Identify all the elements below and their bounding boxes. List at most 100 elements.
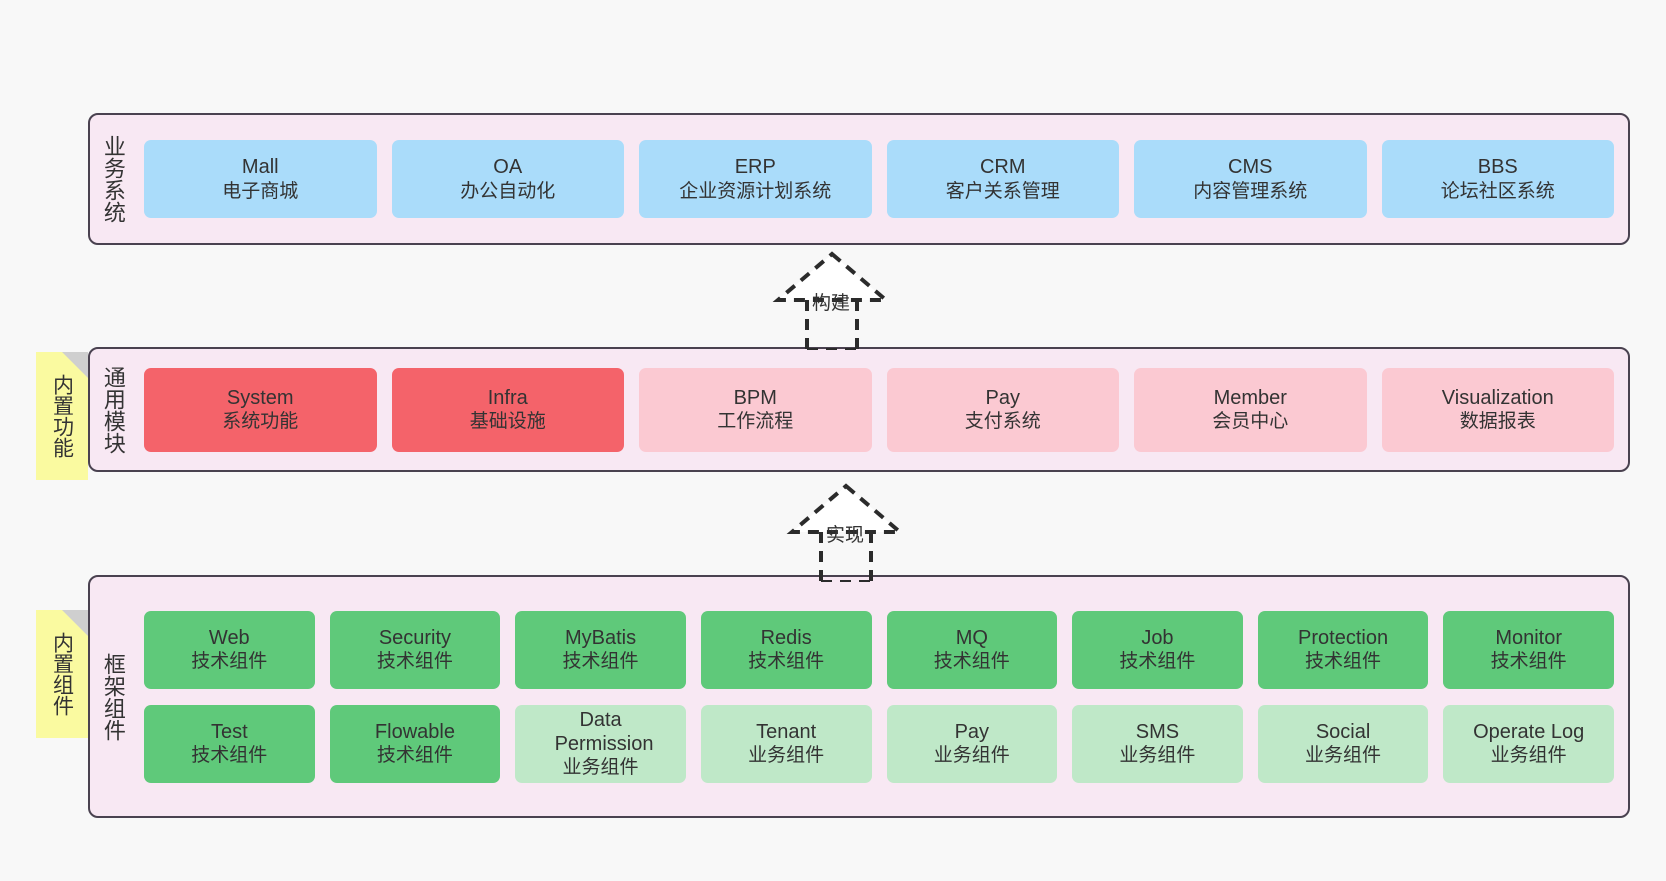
node-title: Social: [1315, 720, 1371, 743]
node-title: Security: [378, 626, 452, 649]
node-subtitle: 支付系统: [964, 411, 1041, 433]
node-test[interactable]: Test 技术组件: [144, 704, 315, 783]
layer-framework-components[interactable]: 框架组件 Web 技术组件 Security 技术组件 MyBatis 技术组件…: [88, 575, 1630, 818]
node-title: MQ: [955, 626, 988, 649]
node-subtitle: 技术组件: [1305, 651, 1382, 673]
node-bpm[interactable]: BPM 工作流程: [639, 367, 872, 452]
note-builtin-component[interactable]: 内置组件: [36, 610, 88, 738]
node-job[interactable]: Job 技术组件: [1072, 610, 1243, 689]
note-label: 内置组件: [50, 632, 74, 716]
node-crm[interactable]: CRM 客户关系管理: [886, 140, 1119, 218]
node-title: BPM: [733, 386, 777, 409]
node-title: OA: [493, 156, 523, 179]
node-redis[interactable]: Redis 技术组件: [700, 610, 872, 689]
node-title: Flowable: [374, 720, 455, 743]
node-operate-log[interactable]: Operate Log 业务组件: [1443, 704, 1614, 783]
node-subtitle: 论坛社区系统: [1440, 180, 1555, 202]
node-subtitle: 企业资源计划系统: [679, 180, 832, 202]
layer-label-framework-components: 框架组件: [100, 652, 126, 741]
node-mall[interactable]: Mall 电子商城: [144, 140, 377, 218]
node-web[interactable]: Web 技术组件: [144, 610, 315, 689]
layer-label-business-system: 业务系统: [100, 135, 126, 223]
node-subtitle: 业务组件: [1305, 745, 1382, 767]
node-visualization[interactable]: Visualization 数据报表: [1381, 367, 1614, 452]
node-mq[interactable]: MQ 技术组件: [886, 610, 1058, 689]
node-bbs[interactable]: BBS 论坛社区系统: [1381, 140, 1614, 218]
node-flowable[interactable]: Flowable 技术组件: [329, 704, 501, 783]
node-subtitle: 业务组件: [1490, 745, 1567, 767]
layer-body-business-system: Mall 电子商城 OA 办公自动化 ERP 企业资源计划系统 CRM 客户关系…: [136, 115, 1628, 243]
connector-build-label: 构建: [812, 293, 851, 314]
node-subtitle: 技术组件: [376, 745, 453, 767]
node-subtitle: 电子商城: [222, 180, 299, 202]
node-title: BBS: [1477, 156, 1518, 179]
node-data-permission[interactable]: Data Permission 业务组件: [515, 704, 686, 783]
node-title: MyBatis: [565, 626, 637, 649]
node-tenant[interactable]: Tenant 业务组件: [700, 704, 872, 783]
node-subtitle: 数据报表: [1459, 411, 1536, 433]
node-title: Infra: [487, 386, 528, 409]
node-pay-component[interactable]: Pay 业务组件: [886, 704, 1058, 783]
node-social[interactable]: Social 业务组件: [1257, 704, 1429, 783]
connector-build: 构建: [752, 248, 912, 352]
node-monitor[interactable]: Monitor 技术组件: [1443, 610, 1614, 689]
note-fold-icon: [62, 610, 88, 636]
node-row: Mall 电子商城 OA 办公自动化 ERP 企业资源计划系统 CRM 客户关系…: [144, 140, 1614, 218]
node-row: System 系统功能 Infra 基础设施 BPM 工作流程 Pay 支付系统…: [144, 367, 1614, 452]
node-subtitle: 客户关系管理: [945, 180, 1060, 202]
node-title: ERP: [734, 156, 776, 179]
node-title: Visualization: [1441, 386, 1554, 409]
node-subtitle: 技术组件: [1119, 651, 1196, 673]
node-subtitle: 系统功能: [222, 411, 299, 433]
node-subtitle: 内容管理系统: [1193, 180, 1308, 202]
node-subtitle: 技术组件: [191, 651, 268, 673]
node-title: Member: [1213, 386, 1287, 409]
note-builtin-function[interactable]: 内置功能: [36, 352, 88, 480]
node-title: Redis: [760, 626, 812, 649]
node-subtitle: 技术组件: [748, 651, 825, 673]
node-member[interactable]: Member 会员中心: [1134, 367, 1367, 452]
note-label: 内置功能: [50, 374, 74, 458]
node-oa[interactable]: OA 办公自动化: [391, 140, 624, 218]
node-title: Job: [1141, 626, 1174, 649]
node-subtitle: 会员中心: [1212, 411, 1289, 433]
node-title: Monitor: [1495, 626, 1563, 649]
note-fold-icon: [62, 352, 88, 378]
node-subtitle: 业务组件: [1119, 745, 1196, 767]
node-title: Web: [208, 626, 250, 649]
node-row: Test 技术组件 Flowable 技术组件 Data Permission …: [144, 704, 1614, 783]
layer-label-general-modules: 通用模块: [100, 365, 126, 454]
layer-body-framework-components: Web 技术组件 Security 技术组件 MyBatis 技术组件 Redi…: [136, 577, 1628, 816]
node-mybatis[interactable]: MyBatis 技术组件: [515, 610, 686, 689]
node-subtitle: 技术组件: [562, 651, 639, 673]
node-pay-module[interactable]: Pay 支付系统: [886, 367, 1119, 452]
node-subtitle: 业务组件: [748, 745, 825, 767]
node-subtitle: 工作流程: [717, 411, 794, 433]
node-subtitle: 技术组件: [191, 745, 268, 767]
node-title: Protection: [1298, 626, 1389, 649]
node-security[interactable]: Security 技术组件: [329, 610, 501, 689]
node-title: SMS: [1135, 720, 1180, 743]
layer-business-system[interactable]: 业务系统 Mall 电子商城 OA 办公自动化 ERP 企业资源计划系统 CRM…: [88, 113, 1630, 245]
layer-general-modules[interactable]: 通用模块 System 系统功能 Infra 基础设施 BPM 工作流程 Pay…: [88, 347, 1630, 472]
connector-implement: 实现: [766, 480, 926, 584]
node-subtitle: 技术组件: [376, 651, 453, 673]
node-subtitle: 业务组件: [933, 745, 1010, 767]
node-sms[interactable]: SMS 业务组件: [1072, 704, 1243, 783]
node-protection[interactable]: Protection 技术组件: [1257, 610, 1429, 689]
node-title: Data Permission: [554, 708, 654, 755]
node-subtitle: 基础设施: [469, 411, 546, 433]
node-subtitle: 技术组件: [933, 651, 1010, 673]
node-infra[interactable]: Infra 基础设施: [391, 367, 624, 452]
node-title: System: [226, 386, 294, 409]
node-system[interactable]: System 系统功能: [144, 367, 377, 452]
node-title: Tenant: [756, 720, 817, 743]
connector-implement-label: 实现: [826, 525, 865, 546]
node-cms[interactable]: CMS 内容管理系统: [1134, 140, 1367, 218]
node-title: Test: [210, 720, 248, 743]
node-title: CMS: [1228, 156, 1273, 179]
node-erp[interactable]: ERP 企业资源计划系统: [639, 140, 872, 218]
node-title: Mall: [241, 156, 279, 179]
node-row: Web 技术组件 Security 技术组件 MyBatis 技术组件 Redi…: [144, 610, 1614, 689]
node-subtitle: 技术组件: [1490, 651, 1567, 673]
